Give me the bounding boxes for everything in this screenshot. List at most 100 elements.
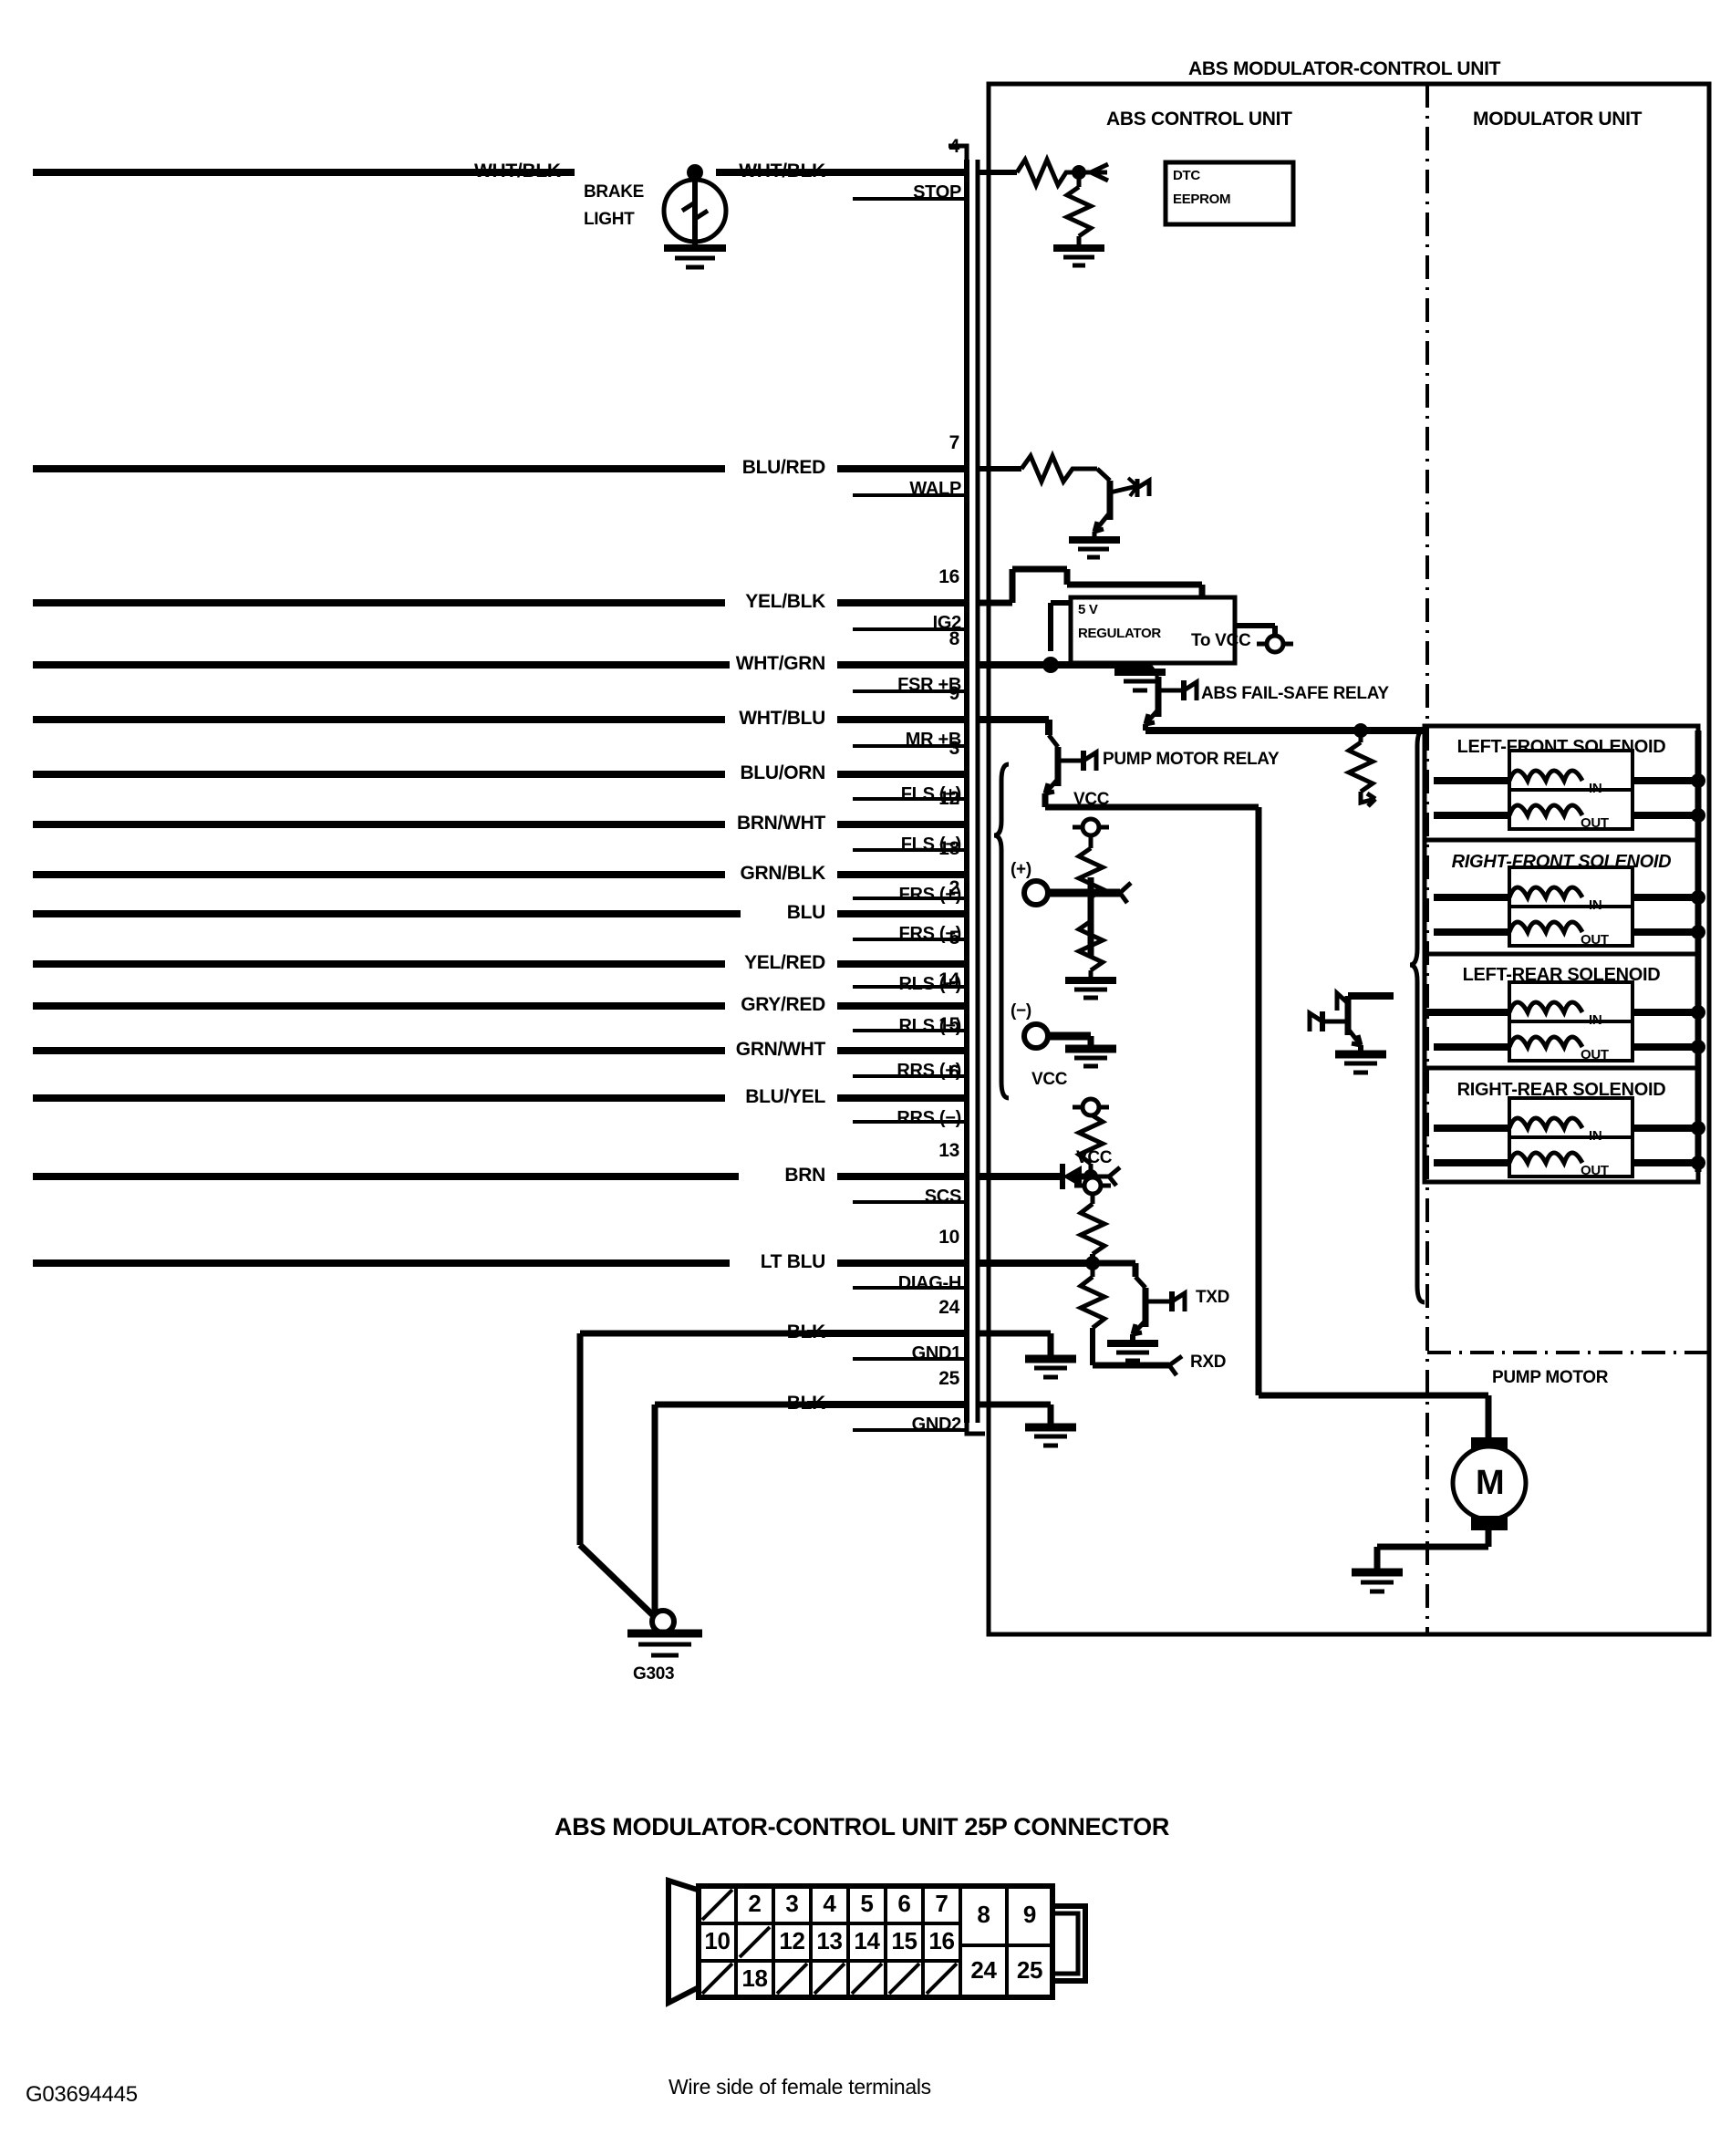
dtc-eeprom-line1: DTC (1173, 168, 1200, 183)
wire-color-label: WHT/GRN (735, 653, 826, 674)
wire-color-label: WHT/BLU (739, 708, 825, 729)
connector-pin-name: GND1 (911, 1343, 962, 1363)
vcc-label-diag: VCC (1076, 1148, 1113, 1167)
connector-cell-number: 7 (935, 1889, 948, 1917)
connector-cell-number: 18 (741, 1964, 768, 1992)
g303-ground-symbol (576, 1330, 807, 1658)
solenoid-in-label: IN (1589, 1128, 1602, 1144)
connector-cell-number: 16 (928, 1926, 955, 1954)
connector-pin-number: 3 (948, 738, 960, 759)
five-volt-regulator-box (1068, 595, 1238, 666)
abs-control-unit-label: ABS CONTROL UNIT (1106, 109, 1292, 130)
solenoid-in-label: IN (1589, 781, 1602, 796)
connector-cell-number: 14 (854, 1926, 880, 1954)
solenoid-brace (1409, 727, 1425, 1305)
solenoid-name-label: LEFT-REAR SOLENOID (1462, 965, 1661, 985)
connector-pin-name: FLS (−) (900, 834, 962, 855)
gnd2-symbol (978, 1401, 1076, 1448)
solenoid-out-label: OUT (1581, 1047, 1609, 1062)
solenoid-in-label: IN (1589, 897, 1602, 913)
connector-pin-name: RLS (+) (898, 974, 962, 994)
connector-pin-name: MR +B (905, 730, 962, 750)
wire-color-label: BRN/WHT (736, 813, 825, 834)
wire-color-label: WHT/BLK (739, 161, 825, 181)
vcc-label-sensor: VCC (1073, 790, 1110, 809)
connector-cell-number: 3 (785, 1889, 799, 1917)
regulator-line1: 5 V (1078, 602, 1098, 617)
modulator-unit-label: MODULATOR UNIT (1473, 109, 1643, 130)
solenoid-out-label: OUT (1581, 932, 1609, 948)
wire-color-label: BLK (786, 1322, 826, 1342)
solenoid-driver-transistor (1307, 988, 1394, 1075)
connector-cell-number: 12 (779, 1926, 805, 1954)
txd-label: TXD (1196, 1288, 1230, 1307)
abs-fail-safe-relay-label: ABS FAIL-SAFE RELAY (1201, 684, 1389, 703)
g303-label: G303 (633, 1664, 675, 1684)
connector-pin-number: 2 (948, 877, 960, 898)
connector-pin-name: STOP (913, 182, 961, 202)
connector-pin-number: 6 (948, 1062, 960, 1083)
wire-color-label: YEL/RED (744, 952, 825, 973)
connector-pin-number: 9 (948, 683, 960, 704)
sensor-negative-label: (−) (1011, 1001, 1031, 1021)
connector-pin-number: 14 (938, 969, 959, 990)
rxd-label: RXD (1190, 1353, 1227, 1372)
brake-light-label-line1: BRAKE (584, 182, 645, 202)
connector-pin-name: DIAG-H (897, 1273, 962, 1293)
connector-pin-name: FLS (+) (900, 784, 962, 804)
connector-cell-number: 4 (823, 1889, 836, 1917)
motor-symbol-letter: M (1476, 1464, 1505, 1502)
connector-pin-number: 13 (938, 1140, 959, 1161)
wire-bus-lines (33, 169, 967, 1267)
solenoid-name-label: RIGHT-REAR SOLENOID (1456, 1080, 1666, 1100)
connector-pin-number: 24 (938, 1297, 959, 1318)
pump-motor-relay-label: PUMP MOTOR RELAY (1103, 750, 1280, 769)
connector-pin-number: 5 (948, 928, 960, 948)
stop-input-circuit (978, 153, 1110, 268)
sensor-positive-label: (+) (1011, 860, 1031, 879)
wire-color-label: GRN/WHT (735, 1039, 826, 1060)
walp-circuit (978, 450, 1152, 560)
wire-color-label: LT BLU (760, 1251, 826, 1272)
solenoid-name-label: LEFT-FRONT SOLENOID (1456, 737, 1666, 757)
connector-cell-number: 13 (816, 1926, 843, 1954)
connector-pin-number: 4 (948, 136, 960, 157)
connector-pin-name: RRS (−) (897, 1108, 961, 1128)
solenoid-name-label: RIGHT-FRONT SOLENOID (1451, 852, 1672, 872)
dtc-eeprom-box (1163, 160, 1296, 227)
connector-pin-name: WALP (909, 479, 961, 499)
connector-cell-number: 24 (970, 1955, 997, 1984)
wire-color-label: YEL/BLK (745, 591, 825, 612)
pump-motor-symbol (1352, 1395, 1529, 1594)
connector-pin-number: 12 (938, 788, 959, 809)
scs-input-circuit (978, 1096, 1122, 1189)
solenoid-in-label: IN (1589, 1012, 1602, 1028)
connector-pin-name: FSR +B (897, 675, 961, 695)
to-vcc-label: To VCC (1191, 631, 1251, 650)
wire-color-label: GRY/RED (741, 994, 825, 1015)
connector-pin-name: GND2 (911, 1415, 962, 1435)
sensor-input-brace (993, 762, 1010, 1101)
wheel-sensor-vcc-divider (1021, 816, 1133, 1069)
wire-color-label: BLK (786, 1393, 826, 1414)
connector-pin-name: SCS (924, 1187, 962, 1207)
connector-pin-number: 8 (948, 628, 960, 649)
connector-pin-name: FRS (−) (898, 924, 962, 944)
connector-cell-number: 5 (860, 1889, 874, 1917)
wire-color-label: BLU/RED (741, 457, 826, 478)
connector-pin-number: 15 (938, 1014, 959, 1035)
wire-color-label: BRN (784, 1165, 825, 1186)
connector-pin-number: 25 (938, 1368, 959, 1389)
abs-modulator-control-unit-box (986, 81, 1712, 1637)
wire-color-label: BLU/YEL (745, 1086, 825, 1107)
connector-pin-number: 7 (948, 432, 960, 453)
diagram-title: ABS MODULATOR-CONTROL UNIT (1188, 58, 1501, 79)
connector-pin-name: FRS (+) (898, 885, 962, 905)
vcc-label-scs: VCC (1031, 1070, 1068, 1089)
pump-motor-relay-circuit (978, 716, 1488, 1399)
solenoid-blocks (1422, 723, 1705, 1185)
dtc-eeprom-line2: EEPROM (1173, 192, 1231, 207)
wire-stubs (807, 465, 967, 1408)
